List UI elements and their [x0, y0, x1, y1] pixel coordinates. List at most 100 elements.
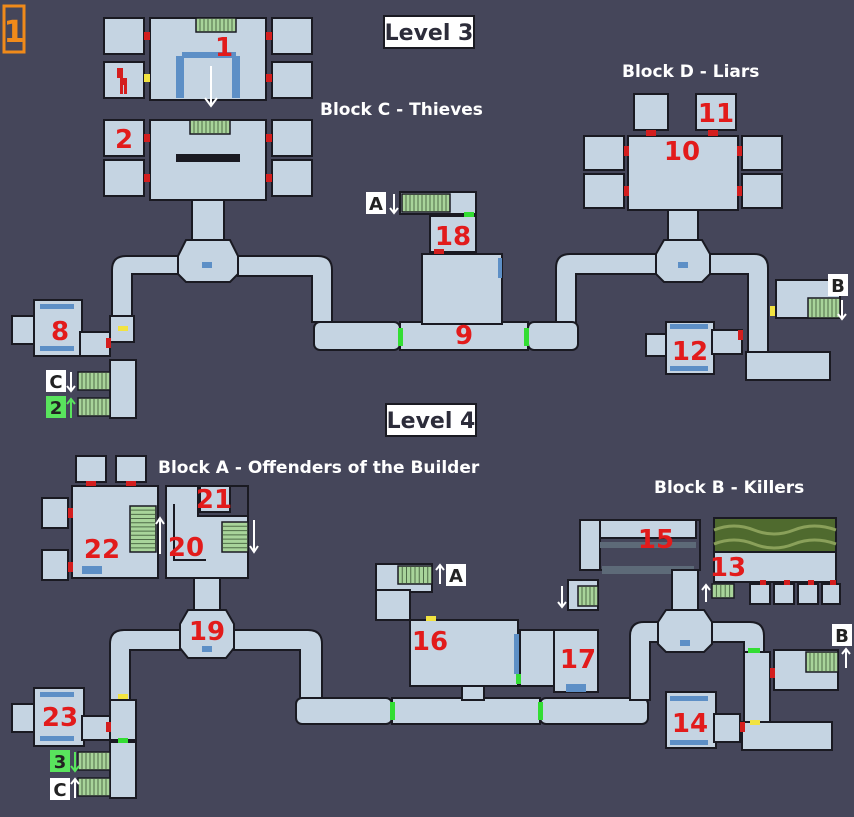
level-title-box	[383, 15, 475, 49]
corridor	[745, 351, 831, 381]
cell	[271, 61, 313, 99]
door	[434, 249, 444, 254]
cell	[271, 119, 313, 157]
arrow-up-icon	[701, 583, 711, 602]
corridor	[375, 589, 411, 621]
door	[118, 326, 128, 331]
arrow-down-icon	[389, 194, 399, 215]
room-number-8: 8	[51, 317, 69, 347]
window	[514, 634, 520, 674]
arrow-down-icon	[557, 586, 567, 609]
door	[708, 130, 718, 136]
room-number-13: 13	[710, 553, 746, 583]
door	[737, 146, 742, 156]
arrow-up-icon	[155, 516, 165, 554]
cell	[583, 135, 625, 171]
corridor	[313, 321, 401, 351]
room-number-16: 16	[412, 627, 448, 657]
door	[106, 338, 111, 348]
room-number-12: 12	[672, 337, 708, 367]
level-title: Level 3	[385, 21, 474, 46]
room-15-wing	[579, 519, 601, 571]
door	[266, 74, 272, 82]
room-number-14: 14	[672, 709, 708, 739]
door	[390, 702, 395, 720]
window	[202, 646, 212, 652]
room-number-23: 23	[42, 703, 78, 733]
corridor	[711, 329, 743, 355]
stair-tag-label: C	[53, 780, 66, 801]
arrow-up-icon	[70, 777, 80, 798]
door	[144, 134, 150, 142]
cell	[797, 583, 819, 605]
window	[40, 346, 74, 351]
room-number-15: 15	[638, 525, 674, 555]
room-number-10: 10	[664, 137, 700, 167]
door	[86, 481, 96, 486]
corridor	[109, 629, 181, 701]
room-number-19: 19	[189, 617, 225, 647]
hub-chamber	[177, 239, 239, 283]
corridor	[709, 253, 769, 355]
stair-tag-label: A	[369, 194, 383, 215]
window	[40, 692, 74, 697]
door	[68, 562, 73, 572]
stair-landing	[109, 359, 137, 419]
stair-tag	[366, 192, 386, 214]
door	[748, 648, 760, 653]
door	[266, 174, 272, 182]
room-9	[421, 253, 503, 325]
door	[740, 722, 745, 732]
door	[144, 174, 150, 182]
door	[426, 616, 436, 621]
arrow-up-icon	[841, 647, 851, 668]
door	[624, 186, 629, 196]
window	[600, 542, 696, 548]
room-15	[599, 519, 697, 539]
door	[266, 134, 272, 142]
window	[82, 566, 102, 574]
room-21	[199, 485, 231, 513]
stair-tag	[828, 274, 848, 296]
stair-tag	[50, 778, 70, 800]
room-number-2: 2	[115, 125, 133, 155]
stair-tag-label: B	[831, 276, 845, 297]
window	[670, 324, 708, 329]
cell	[583, 173, 625, 209]
page-marker: 1	[4, 15, 25, 50]
stairs	[221, 521, 249, 553]
window	[670, 740, 708, 745]
arrow-down-icon	[66, 372, 76, 393]
cell	[41, 497, 69, 529]
block-label: Block A - Offenders of the Builder	[158, 458, 480, 478]
person-icon	[117, 68, 127, 94]
alcove	[713, 713, 741, 743]
corridor	[233, 629, 323, 701]
door	[738, 330, 743, 340]
arrow-up-icon	[66, 397, 76, 418]
corridor	[461, 685, 485, 701]
cell	[749, 583, 771, 605]
window	[176, 56, 184, 98]
room-11	[695, 93, 737, 131]
block-label: Block D - Liars	[622, 62, 759, 82]
corridor	[79, 331, 111, 357]
door	[144, 32, 150, 40]
arrow-down-icon	[837, 300, 847, 321]
grate	[602, 566, 694, 574]
corridor	[519, 629, 555, 687]
window	[498, 258, 502, 278]
arrow-down-icon	[204, 66, 218, 108]
door	[118, 694, 128, 699]
room-10	[627, 135, 739, 211]
stair-tag	[832, 624, 852, 646]
door	[144, 74, 150, 82]
door	[646, 130, 656, 136]
door	[784, 580, 790, 585]
corridor	[295, 697, 393, 725]
window	[678, 262, 688, 268]
room-13	[713, 551, 837, 583]
block-label: Block C - Thieves	[320, 100, 483, 120]
block-label: Block B - Killers	[654, 478, 804, 498]
alcove	[11, 315, 37, 345]
